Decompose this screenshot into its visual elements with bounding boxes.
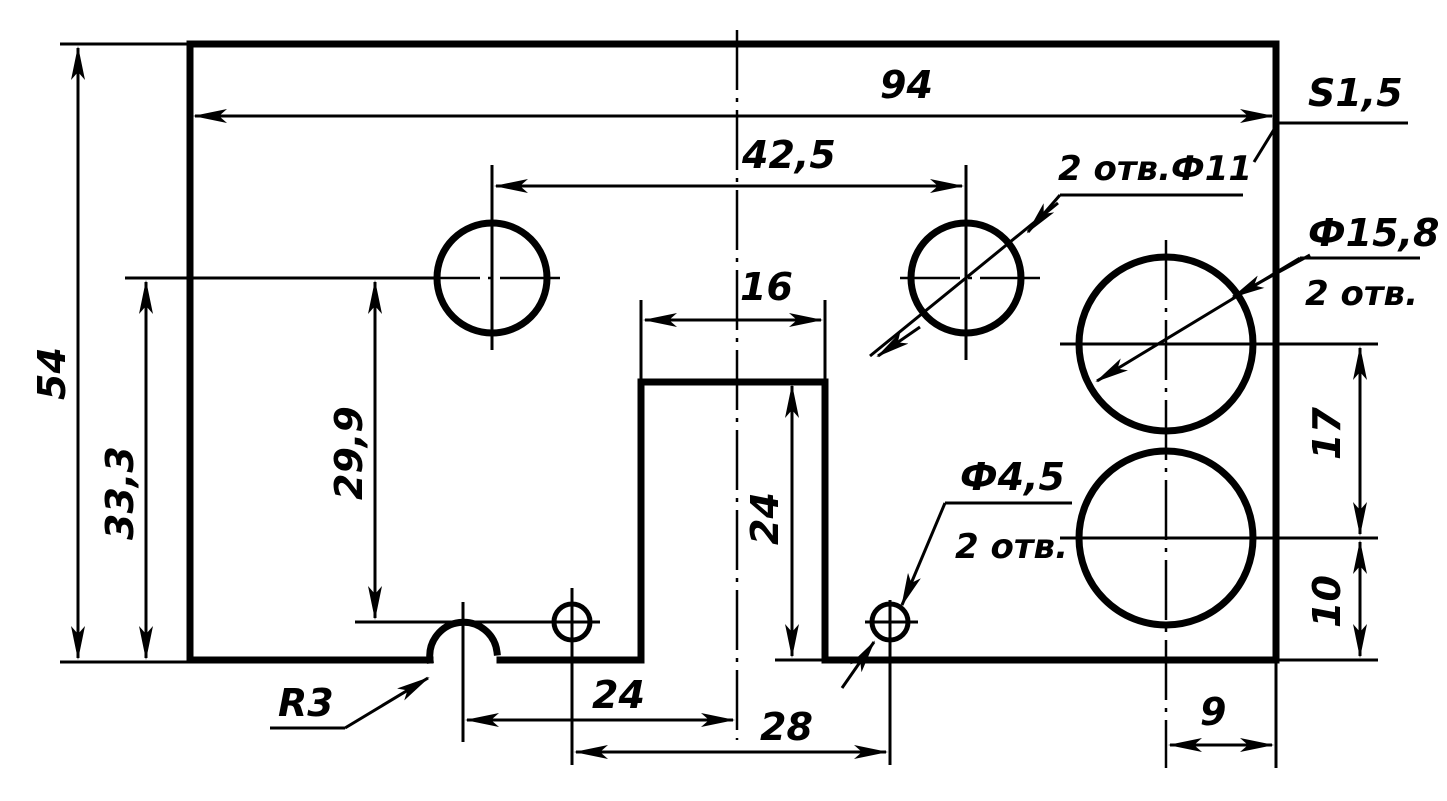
label-small-hole-count: 2 отв. (955, 527, 1068, 567)
label-hole-height: 33,3 (98, 446, 142, 540)
label-total-width: 94 (880, 63, 933, 107)
label-right-offset: 28 (760, 705, 813, 749)
label-thickness: S1,5 (1308, 71, 1403, 115)
label-big-hole-dia: Ф15,8 (1308, 211, 1439, 255)
label-right-edge-offset: 9 (1200, 690, 1226, 734)
label-big-hole-count: 2 отв. (1305, 274, 1418, 314)
dimension-lines (71, 46, 1367, 759)
label-slot-depth: 24 (743, 492, 787, 545)
label-small-hole-offset: 29,9 (327, 406, 371, 500)
label-slot-width: 16 (740, 265, 793, 309)
label-big-hole-bottom: 10 (1305, 575, 1349, 628)
dimension-labels: 94 S1,5 42,5 2 отв.Ф11 Ф15,8 2 отв. 16 5… (30, 63, 1439, 749)
label-left-offset: 24 (592, 673, 645, 717)
label-hole-spacing: 42,5 (741, 133, 836, 177)
label-hole-note-11: 2 отв.Ф11 (1058, 149, 1252, 189)
label-notch-radius: R3 (278, 681, 334, 725)
label-height: 54 (30, 347, 74, 400)
label-big-hole-spacing: 17 (1305, 407, 1349, 460)
leader-lines (270, 121, 1420, 730)
label-small-hole-dia: Ф4,5 (960, 455, 1065, 499)
holes (433, 219, 1257, 643)
center-lines (420, 30, 1378, 768)
extension-lines (60, 42, 1378, 768)
